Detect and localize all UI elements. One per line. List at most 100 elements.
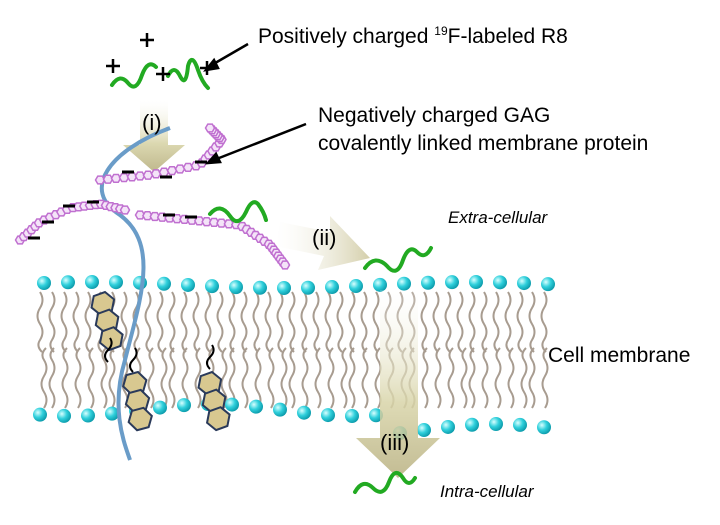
headgroup-ball — [349, 279, 363, 294]
lipid-tail-lower — [468, 347, 476, 409]
gag-sugar-unit — [118, 172, 130, 183]
headgroup-ball — [37, 275, 51, 290]
lipid-tail-lower — [121, 347, 129, 409]
gag-sugar-unit — [110, 173, 122, 184]
lipid-tail-lower — [194, 347, 202, 409]
gag-sugar-unit — [171, 214, 183, 224]
lipid-tail-upper — [72, 291, 80, 353]
headgroup-ball — [321, 408, 335, 423]
gag-sugar-unit — [204, 123, 216, 133]
headgroup-ball — [345, 408, 359, 423]
lipid-tail-lower — [421, 347, 429, 409]
lipid-tail-upper — [480, 291, 488, 353]
headgroup-ball — [493, 275, 507, 290]
lipid-tail-upper — [456, 291, 464, 353]
headgroup-ball — [369, 408, 383, 423]
gag-sugar-unit — [149, 211, 161, 222]
gag-sugar-unit — [119, 205, 131, 215]
lipid-tail-upper — [168, 291, 176, 353]
lipid-tail-upper — [192, 291, 200, 353]
gag-sugar-unit — [201, 217, 213, 227]
lipid-tail-upper — [324, 291, 332, 353]
gag-sugar-unit — [142, 211, 153, 221]
headgroup-ball — [517, 276, 531, 291]
lipid-tail-upper — [468, 291, 476, 353]
negative-charges — [28, 160, 207, 240]
lipid-tail-lower — [181, 347, 189, 409]
lipid-tail-upper — [492, 291, 500, 353]
headgroup-ball — [225, 397, 239, 412]
step-ii-label: (ii) — [312, 225, 337, 250]
peptide-surface — [363, 246, 433, 273]
lipid-tail-upper — [180, 291, 188, 353]
lipid-tail-lower — [340, 347, 348, 409]
lipid-tails — [36, 291, 549, 409]
gag-sugar-unit — [193, 216, 205, 226]
lipid-tail-lower — [348, 347, 356, 409]
top-leaflet-headgroups — [37, 275, 555, 295]
gag-sugar-unit — [150, 169, 162, 179]
headgroup-ball — [445, 275, 459, 290]
lipid-tail-lower — [61, 347, 69, 409]
lipid-tail-upper — [264, 291, 272, 353]
lipid-tail-lower — [314, 347, 322, 409]
lipid-tail-lower — [494, 347, 502, 409]
lipid-tail-lower — [507, 347, 515, 409]
lipid-tail-lower — [241, 347, 249, 409]
lipid-tail-upper — [216, 291, 224, 353]
lipid-tail-lower — [48, 347, 56, 409]
lipid-tail-lower — [460, 347, 468, 409]
lipid-tail-lower — [280, 347, 288, 409]
lipid-tail-upper — [300, 291, 308, 353]
lipid-tail-lower — [40, 347, 48, 409]
lipid-tail-upper — [204, 291, 212, 353]
lipid-tail-upper — [420, 291, 428, 353]
lipid-tail-upper — [288, 291, 296, 353]
lipid-tail-lower — [100, 347, 108, 409]
gag-sugar-unit — [134, 171, 146, 181]
headgroup-ball — [489, 417, 503, 432]
lipid-tail-upper — [156, 291, 164, 353]
peptide-intracellular — [353, 470, 417, 494]
gag-sugar-unit — [216, 218, 227, 228]
lipid-tail-lower — [168, 347, 176, 409]
headgroup-ball — [537, 420, 551, 435]
headgroup-ball — [465, 417, 479, 432]
lipid-tail-upper — [60, 291, 68, 353]
gag-sugar-unit — [158, 167, 170, 177]
lipid-tail-lower — [228, 347, 236, 409]
lipid-tail-upper — [228, 291, 236, 353]
headgroup-ball — [421, 275, 435, 290]
gag-label-line1: Negatively charged GAG — [318, 104, 551, 127]
headgroup-ball — [81, 408, 95, 423]
lipid-tail-upper — [84, 291, 92, 353]
gag-sugar-unit — [94, 175, 106, 185]
lipid-tail-upper — [360, 291, 368, 353]
headgroup-ball — [469, 275, 483, 290]
headgroup-ball — [277, 280, 291, 295]
headgroup-ball — [249, 399, 263, 414]
lipid-tail-upper — [336, 291, 344, 353]
gag-sugar-unit — [182, 162, 194, 173]
headgroup-ball — [33, 407, 47, 422]
membrane-protein-chain — [99, 126, 171, 461]
lipid-tail-upper — [540, 291, 548, 353]
sterol-tails — [104, 337, 215, 373]
headgroup-ball — [229, 280, 243, 295]
lipid-tail-lower — [74, 347, 82, 409]
headgroup-ball — [177, 398, 191, 413]
lipid-tail-lower — [481, 347, 489, 409]
lipid-tail-lower — [108, 347, 116, 409]
lipid-tail-lower — [327, 347, 335, 409]
gag-chains — [14, 123, 291, 270]
headgroup-ball — [181, 277, 195, 292]
lipid-tail-upper — [48, 291, 56, 353]
lipid-tail-lower — [528, 347, 536, 409]
headgroup-ball — [301, 280, 315, 295]
lipid-tail-upper — [276, 291, 284, 353]
gag-sugar-unit — [102, 174, 114, 184]
lipid-tail-lower — [520, 347, 528, 409]
lipid-tail-upper — [504, 291, 512, 353]
lipid-tail-lower — [160, 347, 168, 409]
intracellular-label: Intra-cellular — [440, 482, 534, 501]
